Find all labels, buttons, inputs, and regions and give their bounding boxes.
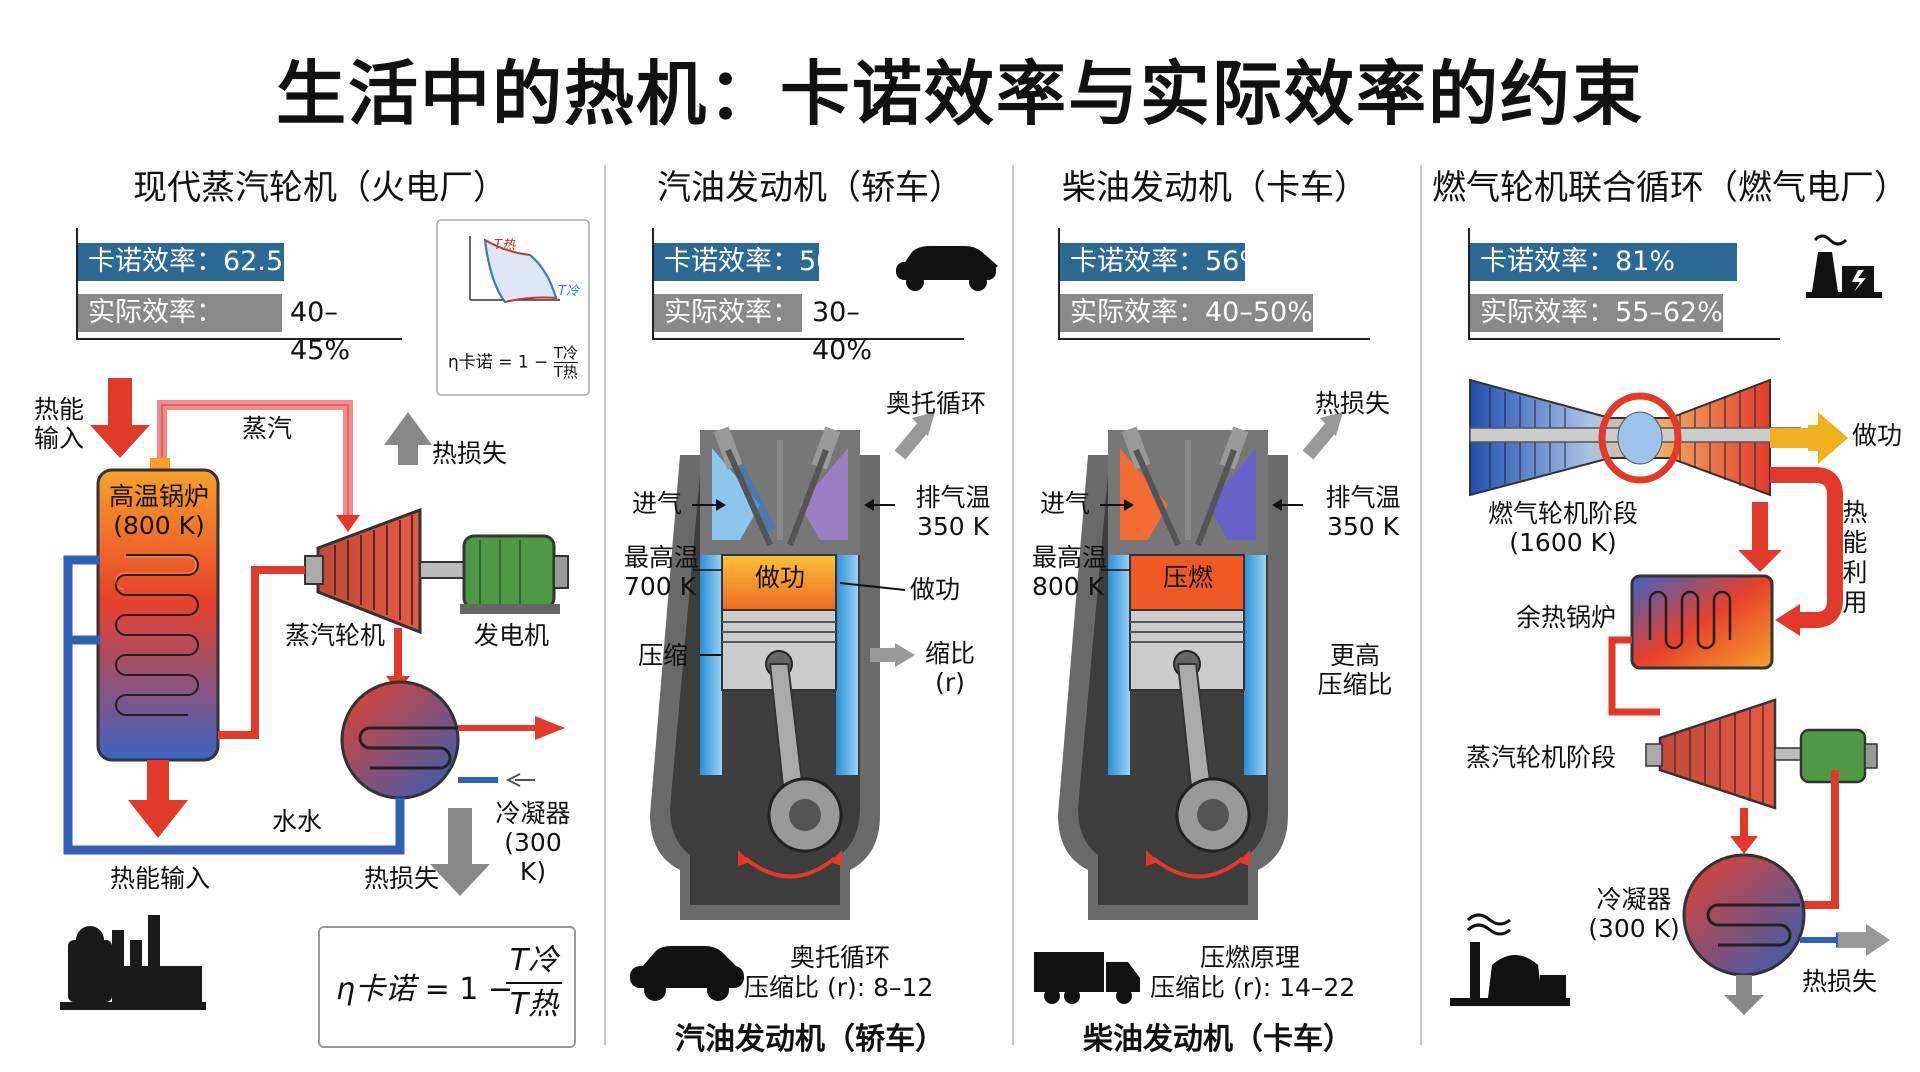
formula-eta: η卡诺 (336, 972, 416, 1007)
inset-expr: = 1 − (498, 352, 549, 373)
label-max-temp: 最高温 700 K (624, 543, 700, 601)
inset-den: T热 (553, 363, 578, 381)
carnot-efficiency-bar: 卡诺效率：50% (654, 243, 859, 281)
carnot-efficiency-bar: 卡诺效率：62.5% (78, 243, 309, 281)
bottom-title-gasoline: 汽油发动机（轿车） (675, 1022, 945, 1057)
label-max-temp-diesel: 最高温 800 K (1032, 543, 1108, 601)
label-heat-input-top: 热能 输入 (34, 395, 85, 453)
column-divider (1420, 165, 1422, 1045)
page-title: 生活中的热机：卡诺效率与实际效率的约束 (276, 53, 1644, 135)
label-intake: 进气 (632, 489, 683, 518)
label-work-combined: 做功 (1852, 421, 1903, 450)
formula-den: T热 (509, 987, 559, 1022)
label-heat-input-bottom: 热能输入 (110, 864, 211, 893)
label-otto-cycle: 奥托循环 (886, 389, 987, 418)
steam-plant-diagram (60, 378, 569, 1010)
label-condenser-combined: 冷凝器 (300 K) (1588, 885, 1680, 943)
label-boiler: 高温锅炉 (800 K) (108, 482, 209, 540)
inset-eta: η卡诺 (448, 352, 493, 373)
diesel-engine-diagram (1034, 412, 1343, 1004)
label-work-out: 做功 (910, 575, 961, 604)
carnot-cycle-inset (436, 219, 590, 396)
label-heat-loss-bottom: 热损失 (364, 864, 440, 893)
label-heat-loss-top: 热损失 (432, 439, 508, 468)
label-compression-ratio-gasoline: 压缩比 (r): 8–12 (744, 973, 934, 1002)
generator (462, 534, 556, 610)
label-hrsg: 余热锅炉 (1516, 603, 1617, 632)
label-compression-ratio-diesel: 压缩比 (r): 14–22 (1150, 973, 1356, 1002)
carnot-efficiency-bar: 卡诺效率：56% (1060, 243, 1265, 281)
inset-t-hot-label: T热 (494, 238, 515, 253)
label-exhaust-temp-diesel: 排气温 350 K (1325, 483, 1401, 541)
label-steam-turbine-stage: 蒸汽轮机阶段 (1466, 743, 1617, 772)
steam-turbine-stage (1658, 698, 1777, 810)
hrsg (1630, 574, 1774, 670)
label-diesel-principle: 压燃原理 (1199, 943, 1300, 972)
actual-efficiency-bar: 实际效率： (654, 294, 802, 332)
label-exhaust-temp: 排气温 350 K (915, 483, 991, 541)
label-work-chamber: 做功 (754, 563, 805, 592)
factory-icon (60, 915, 206, 1010)
label-compression-ignition: 压燃 (1162, 563, 1213, 592)
heat-input-arrow (90, 378, 150, 458)
column-title-steam: 现代蒸汽轮机（火电厂） (133, 168, 507, 208)
label-heat-loss-combined: 热损失 (1802, 967, 1878, 996)
inset-formula: η卡诺 = 1 − T冷 T热 (448, 344, 578, 381)
actual-efficiency-bar: 实际效率： (78, 294, 282, 332)
label-otto-bottom: 奥托循环 (789, 943, 890, 972)
carnot-efficiency-bar: 卡诺效率：81% (1470, 243, 1737, 281)
factory-icon-bottom (1450, 913, 1570, 1006)
column-title-combined: 燃气轮机联合循环（燃气电厂） (1432, 168, 1908, 208)
condenser-stage (1682, 853, 1806, 977)
actual-efficiency-value: 30–40% (812, 297, 873, 366)
truck-icon (1034, 952, 1140, 1004)
label-gas-turbine-stage: 燃气轮机阶段 (1600 K) (1487, 499, 1638, 557)
actual-efficiency-value: 40–45% (290, 297, 351, 366)
steam-turbine (316, 507, 422, 635)
column-divider (604, 165, 606, 1045)
gasoline-engine-diagram (630, 246, 998, 1001)
label-ratio: 缩比 (r) (924, 639, 975, 697)
bottom-title-diesel: 柴油发动机（卡车） (1083, 1022, 1353, 1057)
label-steam: 蒸汽 (242, 414, 293, 443)
label-generator: 发电机 (474, 621, 550, 650)
inset-num: T冷 (553, 344, 578, 363)
label-heat-reuse: 热 能 利 用 (1842, 498, 1868, 617)
combined-cycle-diagram (1450, 234, 1890, 1015)
formula-expr: = 1 − (424, 972, 513, 1007)
column-divider (1012, 165, 1014, 1045)
actual-efficiency-bar: 实际效率：40–50% (1060, 294, 1313, 332)
formula-num: T冷 (506, 940, 562, 984)
label-condenser: 冷凝器 (300 K) (495, 799, 571, 886)
car-icon-bottom (630, 946, 744, 1001)
label-water: 水水 (272, 807, 323, 836)
label-steam-turbine: 蒸汽轮机 (285, 621, 386, 650)
column-title-diesel: 柴油发动机（卡车） (1062, 168, 1368, 208)
carnot-formula-box: η卡诺 = 1 − T冷 T热 (318, 926, 576, 1048)
car-icon (896, 246, 998, 291)
label-higher-ratio: 更高 压缩比 (1317, 641, 1393, 699)
label-heat-loss-diesel: 热损失 (1315, 389, 1391, 418)
actual-efficiency-bar: 实际效率：55–62% (1470, 294, 1723, 332)
power-plant-icon (1806, 234, 1882, 298)
label-intake-diesel: 进气 (1040, 489, 1091, 518)
inset-t-cold-label: T冷 (558, 284, 579, 299)
label-compress: 压缩 (638, 641, 689, 670)
column-title-gasoline: 汽油发动机（轿车） (657, 168, 963, 208)
